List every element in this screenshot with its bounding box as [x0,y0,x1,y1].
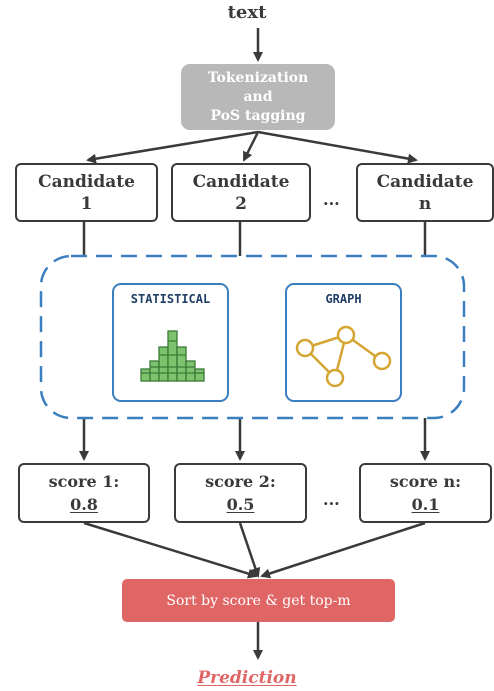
statistical-title: STATISTICAL [130,292,211,306]
arrow-tokenization-to-candidate-1 [86,130,259,164]
score-value: 0.5 [226,495,255,514]
candidate-index: 2 [235,193,247,214]
arrow-score-1-to-sort [83,521,258,579]
arrow-score-n-to-sort [260,521,426,579]
extraction-methods-container [39,254,466,420]
tokenization-box: Tokenization and PoS tagging [181,64,335,130]
candidate-box-1: Candidate 1 [15,163,158,222]
candidate-ellipsis: ... [323,190,340,209]
score-value: 0.1 [411,495,440,514]
score-label: score n: [389,472,462,491]
arrow-tokenization-to-candidate-n [257,130,418,164]
score-box-2: score 2: 0.5 [174,463,307,523]
tokenization-line-3: PoS tagging [210,107,306,124]
sort-top-m-box: Sort by score & get top-m [122,579,395,622]
score-label: score 1: [48,472,120,491]
candidate-box-2: Candidate 2 [171,163,311,222]
tokenization-line-1: Tokenization [207,69,309,86]
score-ellipsis: ... [323,490,340,509]
tokenization-line-2: and [243,88,273,105]
arrow-score-2-to-sort [238,522,261,578]
graph-title: GRAPH [325,292,362,306]
score-value: 0.8 [70,495,98,514]
candidate-index: n [418,193,432,214]
score-box-1: score 1: 0.8 [18,463,150,523]
statistical-method-box: STATISTICAL [112,283,229,402]
candidate-title: Candidate [376,171,474,192]
graph-method-box: GRAPH [285,283,402,402]
prediction-label: Prediction [197,668,297,688]
candidate-title: Candidate [38,171,135,192]
candidate-box-n: Candidate n [356,163,494,222]
arrow-tokenization-to-candidate-2 [242,131,260,162]
score-label: score 2: [205,472,276,491]
histogram-icon [140,330,205,382]
candidate-title: Candidate [192,171,290,192]
graph-network-icon [295,325,392,388]
input-text-label: text [227,2,267,23]
score-box-n: score n: 0.1 [359,463,492,523]
candidate-index: 1 [80,193,93,214]
